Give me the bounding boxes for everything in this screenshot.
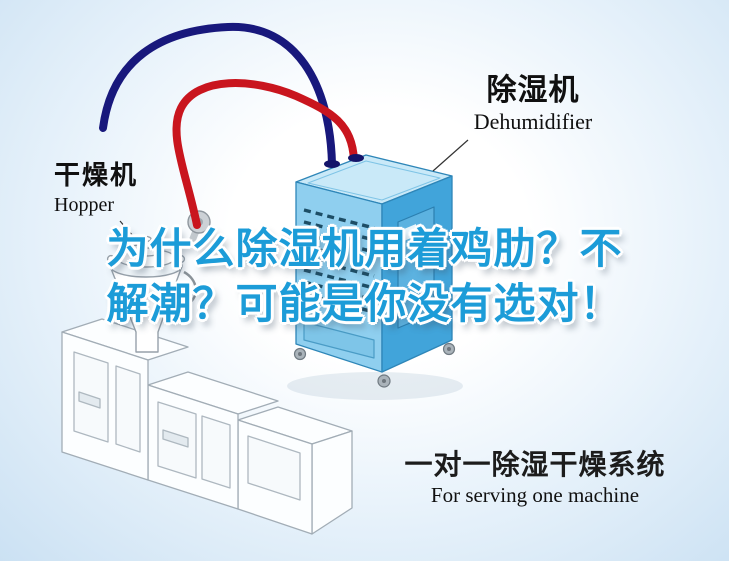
machine-vent [78, 391, 101, 409]
unit-shadow [287, 372, 463, 400]
machine-panel [115, 365, 141, 453]
hopper-ear [176, 254, 186, 264]
caster-hub [447, 347, 451, 351]
dehumidifier-illustration [287, 154, 463, 400]
hopper-knob-top [140, 235, 152, 243]
hopper-handle [183, 270, 197, 306]
dehumidifier-label-zh: 除湿机 [486, 73, 580, 108]
vent-row [303, 244, 375, 266]
dryer-label-zh: 干燥机 [54, 161, 139, 191]
caster-hub [298, 352, 302, 356]
dryer-label-line [119, 220, 147, 252]
vent-row [303, 280, 375, 302]
vent-row [303, 232, 375, 254]
machine-panel [201, 415, 231, 489]
machine-panel [247, 435, 301, 501]
headline-line-1: 为什么除湿机用着鸡肋？不 [106, 224, 623, 273]
dehumidifier-label-en: Dehumidifier [473, 108, 593, 134]
caster-hub [382, 379, 386, 383]
hopper-ear [106, 254, 116, 264]
dryer-label-en: Hopper [54, 194, 114, 217]
unit-display [404, 224, 416, 241]
dehumidifier-label: 除湿机 Dehumidifier [443, 74, 623, 134]
headline-line-2: 解潮？可能是你没有选对！ [106, 279, 623, 328]
vent-row [303, 292, 375, 314]
dryer-machine-illustration [61, 318, 353, 535]
vent-row [303, 268, 375, 290]
machine-panels [73, 351, 301, 501]
vent-row [303, 220, 375, 242]
unit-lower-door [303, 321, 375, 359]
unit-top-inset [307, 160, 441, 201]
hose-connector [324, 160, 340, 168]
machine-vent [162, 429, 189, 448]
dryer-label: 干燥机 Hopper [54, 161, 204, 217]
unit-vent-grid [303, 208, 375, 314]
system-caption-zh: 一对一除湿干燥系统 [404, 448, 666, 481]
hose-connector [348, 154, 364, 162]
hopper-illustration [106, 210, 211, 353]
vent-row [303, 208, 375, 230]
system-caption: 一对一除湿干燥系统 For serving one machine [380, 449, 690, 508]
system-caption-en: For serving one machine [430, 483, 640, 508]
machine-tier3-side [311, 430, 353, 535]
supply-pipe-red [172, 79, 358, 229]
dehumidifier-label-line [432, 139, 469, 172]
unit-casters [293, 342, 456, 388]
blower-duct [186, 229, 200, 248]
return-pipe-navy [99, 22, 336, 168]
headline: 为什么除湿机用着鸡肋？不 解潮？可能是你没有选对！ [0, 221, 729, 331]
vent-row [303, 256, 375, 278]
